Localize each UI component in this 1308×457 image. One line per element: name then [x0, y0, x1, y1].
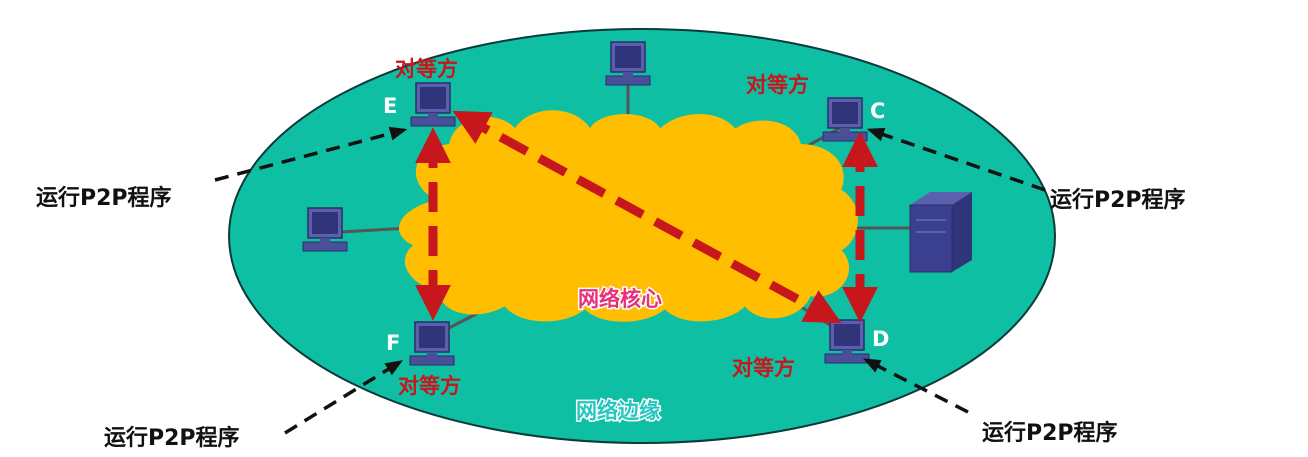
- peer-arrows: [415, 110, 878, 324]
- node-label-e: E: [383, 94, 397, 118]
- network-core-label: 网络核心: [578, 287, 662, 311]
- host-left-icon: [302, 207, 348, 252]
- peer-label-d: 对等方: [732, 356, 795, 380]
- host-e-icon: [410, 82, 456, 127]
- peer-label-c: 对等方: [746, 73, 809, 97]
- run-p2p-label-left-bottom: 运行P2P程序: [104, 425, 240, 451]
- peer-label-e: 对等方: [395, 57, 458, 81]
- node-label-f: F: [386, 331, 400, 355]
- peer-arrow-e-d: [452, 110, 842, 324]
- run-p2p-label-right-bottom: 运行P2P程序: [982, 420, 1118, 446]
- host-c-icon: [822, 97, 868, 142]
- node-label-c: C: [870, 99, 885, 123]
- host-d-icon: [824, 319, 870, 364]
- callout-arrows: [214, 126, 1046, 435]
- callout-arrow-d: [862, 358, 969, 414]
- run-p2p-label-right-top: 运行P2P程序: [1050, 187, 1186, 213]
- host-top-icon: [605, 41, 651, 86]
- callout-arrow-c: [866, 127, 1046, 192]
- run-p2p-label-left-top: 运行P2P程序: [36, 185, 172, 211]
- callout-arrow-e: [214, 126, 408, 182]
- host-f-icon: [409, 321, 455, 366]
- network-edge-label: 网络边缘: [576, 399, 660, 423]
- peer-label-f: 对等方: [398, 374, 461, 398]
- node-label-d: D: [872, 327, 889, 351]
- server-icon: [909, 192, 972, 273]
